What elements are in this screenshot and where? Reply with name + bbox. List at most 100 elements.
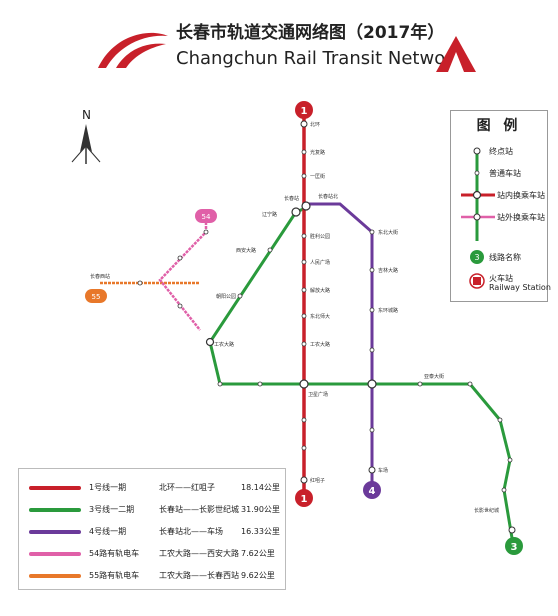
station-label: 工农大路 <box>310 341 330 348</box>
station-marker <box>507 457 513 463</box>
station-label: 长春站北 <box>318 193 338 200</box>
station-marker <box>301 341 307 347</box>
line-3-path <box>208 206 514 539</box>
line-color-swatch <box>29 574 81 578</box>
line-route: 长春站——长影世纪城 <box>159 505 239 514</box>
line-3-end-badge-text: 3 <box>511 542 518 553</box>
line-4-bottom-badge-text: 4 <box>369 486 376 497</box>
transit-logo <box>98 32 168 68</box>
interchange-station-marker <box>367 379 377 389</box>
legend-title: 图 例 <box>476 118 522 134</box>
line-length: 7.62公里 <box>241 549 275 558</box>
legend-terminal-station: 终点站 <box>489 147 513 156</box>
station-marker <box>267 247 273 253</box>
station-marker <box>301 417 307 423</box>
line-1-top-badge: 1 <box>295 101 313 119</box>
station-marker <box>301 287 307 293</box>
station-marker <box>301 233 307 239</box>
station-label: 卫星广场 <box>308 391 328 398</box>
line-4-bottom-badge: 4 <box>363 481 381 499</box>
station-label: 辽宁路 <box>262 211 277 218</box>
line-55-badge-text: 55 <box>92 293 101 301</box>
station-marker <box>501 487 507 493</box>
station-marker <box>301 445 307 451</box>
interchange-station-marker <box>299 379 309 389</box>
station-label: 工农大路 <box>214 341 234 348</box>
station-marker <box>369 307 375 313</box>
station-label: 长影世纪城 <box>474 507 499 514</box>
line-55-badge: 55 <box>85 289 107 303</box>
line-color-swatch <box>29 530 81 534</box>
station-marker <box>217 381 223 387</box>
station-label: 长春站 <box>284 195 299 202</box>
table-row: 3号线一二期 长春站——长影世纪城 31.90公里 <box>19 501 285 519</box>
legend-out-station-transfer: 站外换乘车站 <box>497 213 545 222</box>
station-marker <box>137 280 143 286</box>
station-marker <box>300 476 308 484</box>
station-marker <box>369 427 375 433</box>
line-route: 北环——红咀子 <box>159 483 215 492</box>
station-marker <box>369 267 375 273</box>
station-label: 一匡街 <box>310 173 325 180</box>
line-1-top-badge-text: 1 <box>301 106 308 117</box>
line-length: 31.90公里 <box>241 505 280 514</box>
station-label: 吉林大路 <box>378 267 398 274</box>
station-marker <box>301 313 307 319</box>
station-label: 东北大街 <box>378 229 398 236</box>
line-route: 长春站北——车场 <box>159 527 223 536</box>
station-label: 东北师大 <box>310 313 330 320</box>
table-row: 4号线一期 长春站北——车场 16.33公里 <box>19 523 285 541</box>
table-row: 55路有轨电车 工农大路——长春西站 9.62公里 <box>19 567 285 585</box>
line-1-bottom-badge: 1 <box>295 489 313 507</box>
station-marker <box>203 229 209 235</box>
map-title-chinese: 长春市轨道交通网络图（2017年） <box>176 23 445 43</box>
line-name: 55路有轨电车 <box>89 571 140 580</box>
legend-railway-station-en: Railway Station <box>489 283 551 292</box>
station-marker <box>301 259 307 265</box>
station-label: 光复路 <box>310 149 325 156</box>
station-marker <box>369 229 375 235</box>
legend-regular-station: 普通车站 <box>489 169 521 178</box>
map-title-english: Changchun Rail Transit Network <box>176 48 464 69</box>
station-marker <box>301 149 307 155</box>
station-label: 胜利公园 <box>310 233 330 240</box>
interchange-station-marker <box>291 207 301 217</box>
station-marker <box>497 417 503 423</box>
station-label: 西安大路 <box>236 247 256 254</box>
line-color-swatch <box>29 508 81 512</box>
svg-text:3: 3 <box>474 253 479 262</box>
line-route: 工农大路——长春西站 <box>159 571 239 580</box>
station-label: 红咀子 <box>310 477 325 484</box>
line-54-badge: 54 <box>195 209 217 223</box>
line-3-end-badge: 3 <box>505 537 523 555</box>
station-marker <box>417 381 423 387</box>
station-marker <box>467 381 473 387</box>
legend-box: 图 例 3 终点站 普通车站 站内换乘车站 站外换乘车站 线路名称 火车站 Ra… <box>450 110 551 302</box>
station-label: 亚泰大街 <box>424 373 444 380</box>
north-label: N <box>82 108 91 122</box>
line-54-badge-text: 54 <box>202 213 211 221</box>
line-color-swatch <box>29 486 81 490</box>
line-route: 工农大路——西安大路 <box>159 549 239 558</box>
station-marker <box>177 255 183 261</box>
station-marker <box>300 120 308 128</box>
interchange-station-marker <box>301 201 311 211</box>
interchange-station-marker <box>205 337 215 347</box>
station-marker <box>237 293 243 299</box>
line-name: 54路有轨电车 <box>89 549 140 558</box>
north-arrow-icon <box>71 124 101 164</box>
table-row: 1号线一期 北环——红咀子 18.14公里 <box>19 479 285 497</box>
triangle-logo <box>436 36 476 72</box>
legend-symbols: 3 <box>461 147 495 289</box>
legend-in-station-transfer: 站内换乘车站 <box>497 191 545 200</box>
line-4-path <box>306 202 374 486</box>
station-label: 东环城路 <box>378 307 398 314</box>
line-name: 3号线一二期 <box>89 505 135 514</box>
line-summary-table: 1号线一期 北环——红咀子 18.14公里 3号线一二期 长春站——长影世纪城 … <box>18 468 286 590</box>
line-1-bottom-badge-text: 1 <box>301 494 308 505</box>
table-row: 54路有轨电车 工农大路——西安大路 7.62公里 <box>19 545 285 563</box>
station-label: 朝阳公园 <box>216 293 236 300</box>
